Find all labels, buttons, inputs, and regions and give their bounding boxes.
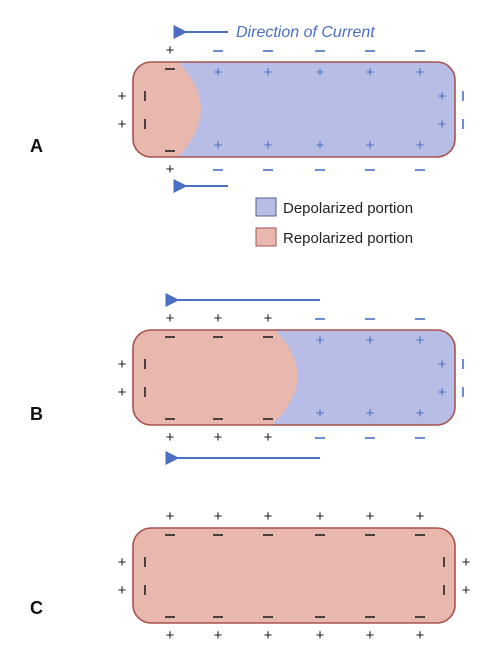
plus-charge: +: [316, 627, 325, 644]
legend-label-depolarized: Depolarized portion: [283, 200, 413, 217]
plus-charge: +: [366, 332, 375, 349]
plus-charge: +: [416, 627, 425, 644]
plus-charge: +: [214, 429, 223, 446]
plus-charge: +: [166, 42, 175, 59]
plus-charge: +: [118, 116, 127, 133]
charges: + + + + + + + + + + + + + + + +: [118, 310, 464, 446]
plus-charge: +: [118, 554, 127, 571]
plus-charge: +: [366, 64, 375, 81]
repolarized-region: [132, 527, 456, 624]
plus-charge: +: [438, 116, 447, 133]
plus-charge: +: [316, 508, 325, 525]
plus-charge: +: [214, 627, 223, 644]
plus-charge: +: [438, 384, 447, 401]
panel-b: B + + + + + + + + + + + + + + + +: [30, 293, 464, 465]
plus-charge: +: [316, 405, 325, 422]
repolarized-region: [133, 330, 298, 425]
plus-charge: +: [416, 405, 425, 422]
plus-charge: +: [438, 356, 447, 373]
plus-charge: +: [264, 429, 273, 446]
plus-charge: +: [214, 508, 223, 525]
charges: + + + + + + + + + + + + + + + +: [118, 508, 471, 644]
panel-label-b: B: [30, 404, 43, 424]
plus-charge: +: [416, 508, 425, 525]
plus-charge: +: [214, 64, 223, 81]
panel-c: C + + + + + + + + + + + + + + + +: [30, 508, 471, 644]
plus-charge: +: [264, 64, 273, 81]
plus-charge: +: [264, 310, 273, 327]
cell-outline: [132, 61, 456, 158]
plus-charge: +: [438, 88, 447, 105]
plus-charge: +: [316, 137, 325, 154]
direction-of-current-label: Direction of Current: [236, 24, 375, 41]
plus-charge: +: [366, 627, 375, 644]
plus-charge: +: [166, 627, 175, 644]
legend: Depolarized portion Repolarized portion: [255, 197, 413, 247]
plus-charge: +: [214, 137, 223, 154]
plus-charge: +: [118, 582, 127, 599]
legend-swatch-depolarized: [255, 197, 277, 217]
plus-charge: +: [462, 554, 471, 571]
plus-charge: +: [166, 508, 175, 525]
plus-charge: +: [166, 310, 175, 327]
panel-label-c: C: [30, 598, 43, 618]
plus-charge: +: [316, 64, 325, 81]
plus-charge: +: [366, 137, 375, 154]
panel-label-a: A: [30, 136, 43, 156]
cell-outline: [132, 329, 456, 426]
plus-charge: +: [264, 508, 273, 525]
plus-charge: +: [416, 64, 425, 81]
charges: + + + + + + + + + + + + + + + +: [118, 42, 464, 178]
plus-charge: +: [166, 429, 175, 446]
panel-a: A + + + + + + + + + + + + + + + +: [30, 42, 464, 193]
legend-label-repolarized: Repolarized portion: [283, 230, 413, 247]
plus-charge: +: [264, 137, 273, 154]
plus-charge: +: [462, 582, 471, 599]
legend-swatch-repolarized: [255, 227, 277, 247]
plus-charge: +: [366, 508, 375, 525]
plus-charge: +: [366, 405, 375, 422]
plus-charge: +: [118, 356, 127, 373]
plus-charge: +: [118, 384, 127, 401]
plus-charge: +: [416, 137, 425, 154]
plus-charge: +: [264, 627, 273, 644]
repolarized-region: [133, 62, 201, 157]
plus-charge: +: [214, 310, 223, 327]
plus-charge: +: [316, 332, 325, 349]
plus-charge: +: [166, 161, 175, 178]
plus-charge: +: [416, 332, 425, 349]
plus-charge: +: [118, 88, 127, 105]
